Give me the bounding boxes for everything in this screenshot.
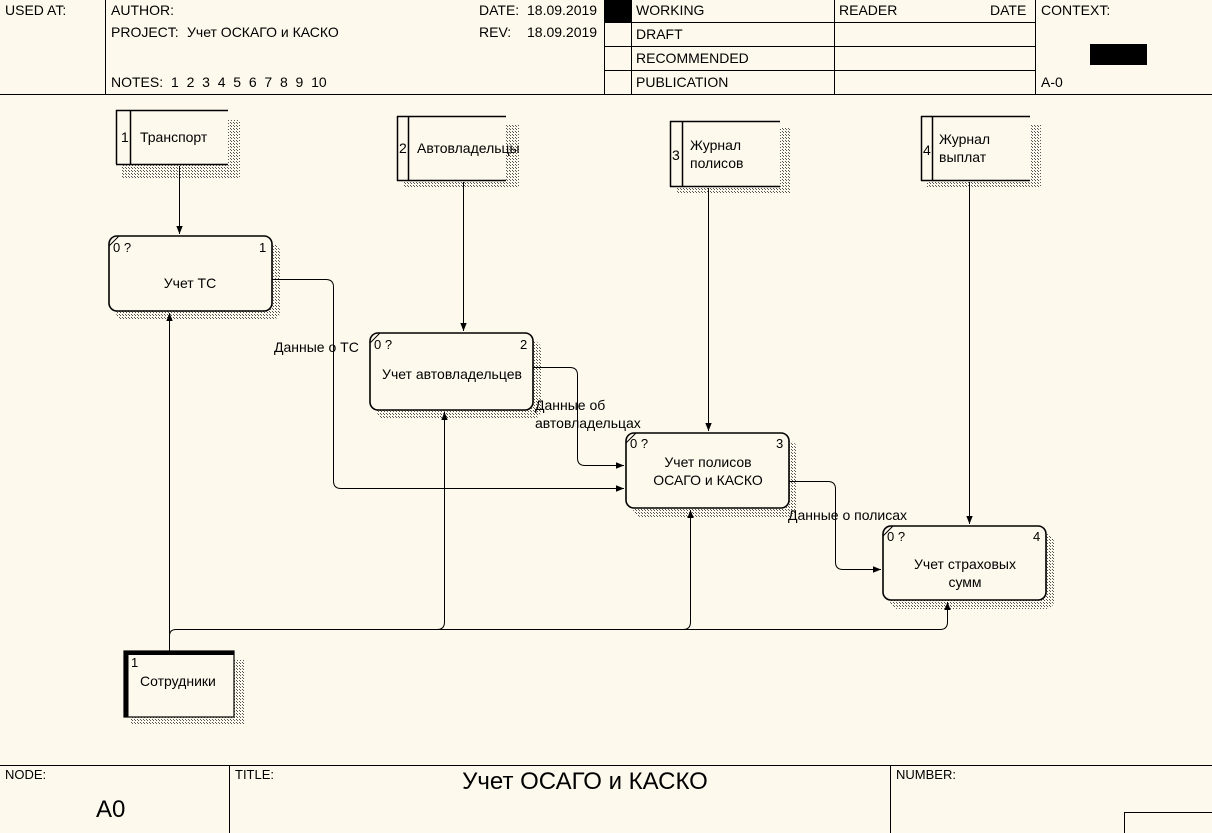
date-label: DATE:: [479, 2, 520, 18]
status-publication: PUBLICATION: [636, 74, 729, 90]
project-label: PROJECT:: [111, 24, 179, 40]
tunnel-number: 1: [121, 129, 129, 145]
reader-label: READER: [839, 2, 898, 18]
context-thumbnail-marker: [1090, 44, 1147, 65]
tunnel-label: Журнал полисов: [690, 137, 744, 171]
context-node: A-0: [1041, 74, 1063, 90]
working-status-marker: [605, 0, 631, 22]
tunnel-shapes: [115, 109, 1041, 194]
activity-cost: 0 ?: [630, 436, 649, 451]
mechanism-number: 1: [131, 655, 139, 670]
status-working: WORKING: [636, 2, 705, 18]
activity-number: 4: [1033, 529, 1041, 544]
context-label: CONTEXT:: [1041, 2, 1111, 18]
author-label: AUTHOR:: [111, 2, 174, 18]
notes-label: NOTES:: [111, 74, 164, 90]
rev-label: REV:: [479, 24, 512, 40]
activity-cost: 0 ?: [374, 337, 393, 352]
header-grid: [0, 0, 1212, 95]
project-value: Учет ОСКАГО и КАСКО: [187, 24, 339, 40]
activity-cost: 0 ?: [113, 240, 132, 255]
rev-value: 18.09.2019: [527, 24, 598, 40]
tunnel-number: 4: [923, 142, 931, 158]
diagram-title: Учет ОСАГО и КАСКО: [462, 768, 708, 795]
date-value: 18.09.2019: [527, 2, 598, 18]
activity-shapes: [108, 235, 1054, 609]
activity-label: Учет ТС: [163, 275, 217, 291]
tunnel-label: Журнал выплат: [939, 131, 991, 165]
node-label: NODE:: [5, 767, 47, 782]
activity-label: Учет страховых сумм: [914, 556, 1016, 590]
tunnel-number: 3: [672, 147, 680, 163]
node-value: A0: [96, 796, 126, 823]
footer-grid: [0, 765, 1212, 833]
arrow-label-vehicle-data[interactable]: Данные о ТС: [274, 339, 359, 355]
notes-numbers: 1 2 3 4 5 6 7 8 9 10: [171, 74, 327, 90]
tunnel-number: 2: [399, 140, 407, 156]
number-label: NUMBER:: [896, 767, 956, 782]
used-at-label: USED AT:: [5, 2, 67, 18]
activity-number: 3: [776, 436, 784, 451]
arrow-label-policy-data[interactable]: Данные о полисах: [788, 507, 907, 523]
tunnel-label: Автовладельцы: [417, 140, 520, 156]
mechanism-label: Сотрудники: [140, 673, 216, 689]
arrow-label-owner-data-line1[interactable]: Данные об: [535, 397, 606, 413]
tunnel-label: Транспорт: [140, 129, 208, 145]
title-label: TITLE:: [235, 767, 275, 782]
activity-label: Учет полисов ОСАГО и КАСКО: [653, 454, 763, 488]
status-recommended: RECOMMENDED: [636, 50, 749, 66]
activity-label: Учет автовладельцев: [382, 366, 522, 382]
activity-cost: 0 ?: [887, 529, 906, 544]
mechanism-shape: [123, 650, 244, 725]
status-draft: DRAFT: [636, 26, 683, 42]
arrows: [166, 166, 973, 651]
activity-number: 2: [520, 337, 528, 352]
reader-date-label: DATE: [990, 2, 1027, 18]
activity-number: 1: [259, 240, 267, 255]
arrow-label-owner-data-line2[interactable]: автовладельцах: [535, 415, 641, 431]
